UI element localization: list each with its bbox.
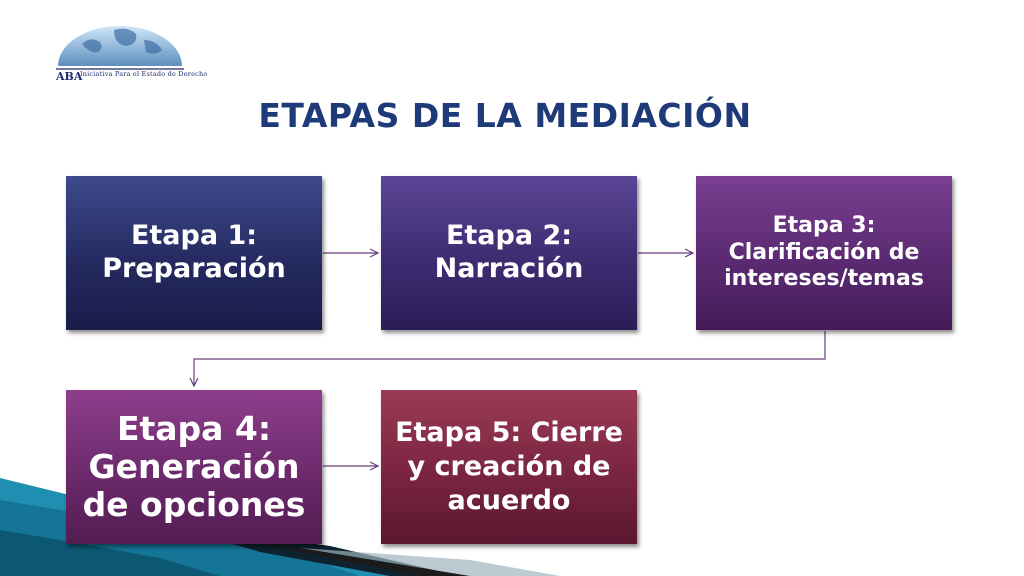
arrow-3-4: [194, 331, 826, 386]
stage-4-label: Etapa 4: Generación de opciones: [82, 409, 306, 524]
stage-2-label: Etapa 2: Narración: [434, 220, 584, 284]
stage-1-box: Etapa 1: Preparación: [66, 176, 322, 330]
stage-2-box: Etapa 2: Narración: [381, 176, 637, 330]
aba-logo: ABA: [55, 26, 184, 83]
logo-caption: Iniciativa Para el Estado de Derecho: [80, 70, 208, 78]
stage-3-label: Etapa 3: Clarificación de intereses/tema…: [724, 212, 924, 292]
stage-3-box: Etapa 3: Clarificación de intereses/tema…: [696, 176, 952, 330]
stage-4-box: Etapa 4: Generación de opciones: [66, 390, 322, 544]
logo-mark: ABA: [55, 70, 83, 83]
stage-1-label: Etapa 1: Preparación: [102, 220, 286, 284]
page-title: ETAPAS DE LA MEDIACIÓN: [258, 96, 752, 135]
stage-5-label: Etapa 5: Cierre y creación de acuerdo: [395, 417, 623, 516]
stage-5-box: Etapa 5: Cierre y creación de acuerdo: [381, 390, 637, 544]
